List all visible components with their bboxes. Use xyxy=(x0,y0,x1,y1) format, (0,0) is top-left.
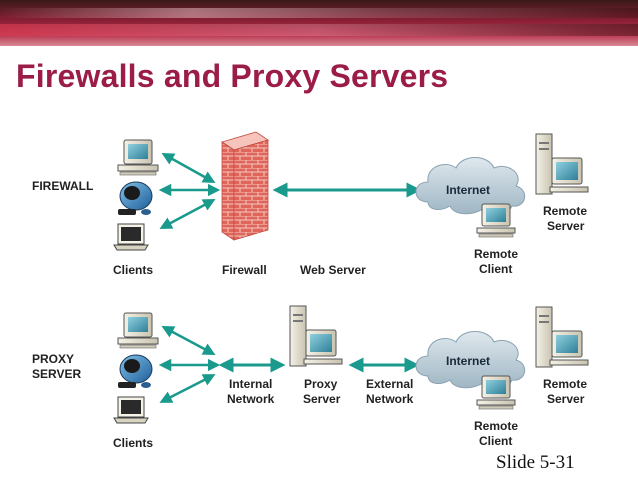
remote-client-label-line2: Client xyxy=(479,262,512,276)
remote-server-icon xyxy=(535,133,589,195)
remote-client-label-line2: Client xyxy=(479,434,512,448)
connection-arrow xyxy=(159,374,216,403)
client-imac-icon xyxy=(118,354,153,388)
internet-label: Internet xyxy=(446,183,490,197)
remote-client-icon xyxy=(476,203,516,238)
internal-network-label-line2: Network xyxy=(227,392,275,406)
proxy-server-label-line2: Server xyxy=(303,392,341,406)
remote-server-icon xyxy=(535,306,589,368)
firewall-wall-icon xyxy=(221,131,269,241)
proxy-server-icon xyxy=(289,305,343,367)
banner-streak xyxy=(0,8,638,18)
slide-title: Firewalls and Proxy Servers xyxy=(16,58,449,94)
firewall-label: Firewall xyxy=(222,263,267,277)
internet-label: Internet xyxy=(446,354,490,368)
connection-arrow xyxy=(161,326,216,355)
web-server-label: Web Server xyxy=(300,263,366,277)
internet-cloud-icon xyxy=(415,331,526,389)
external-network-label-line1: External xyxy=(366,377,413,391)
connection-arrow xyxy=(161,152,216,184)
internal-network-label-line1: Internal xyxy=(229,377,272,391)
clients-label: Clients xyxy=(113,436,153,450)
remote-server-label-line1: Remote xyxy=(543,377,587,391)
remote-server-label-line2: Server xyxy=(547,219,585,233)
clients-label: Clients xyxy=(113,263,153,277)
remote-server-label-line2: Server xyxy=(547,392,585,406)
row-label-proxy-line1: PROXY xyxy=(32,352,74,366)
slide-number: Slide 5-31 xyxy=(496,452,575,473)
internet-cloud-icon xyxy=(415,157,526,215)
client-desktop-icon xyxy=(117,139,159,176)
proxy-server-label-line1: Proxy xyxy=(304,377,338,391)
connection-arrow xyxy=(159,199,216,229)
header-banner xyxy=(0,0,638,46)
client-desktop-icon xyxy=(117,312,159,349)
client-laptop-icon xyxy=(113,396,149,424)
remote-client-label-line1: Remote xyxy=(474,247,518,261)
row-label-proxy-line2: SERVER xyxy=(32,367,81,381)
banner-streak xyxy=(0,24,638,36)
row-label-firewall: FIREWALL xyxy=(32,179,93,193)
client-imac-icon xyxy=(118,181,153,215)
external-network-label-line2: Network xyxy=(366,392,414,406)
remote-client-icon xyxy=(476,375,516,410)
remote-client-label-line1: Remote xyxy=(474,419,518,433)
remote-server-label-line1: Remote xyxy=(543,204,587,218)
client-laptop-icon xyxy=(113,223,149,251)
